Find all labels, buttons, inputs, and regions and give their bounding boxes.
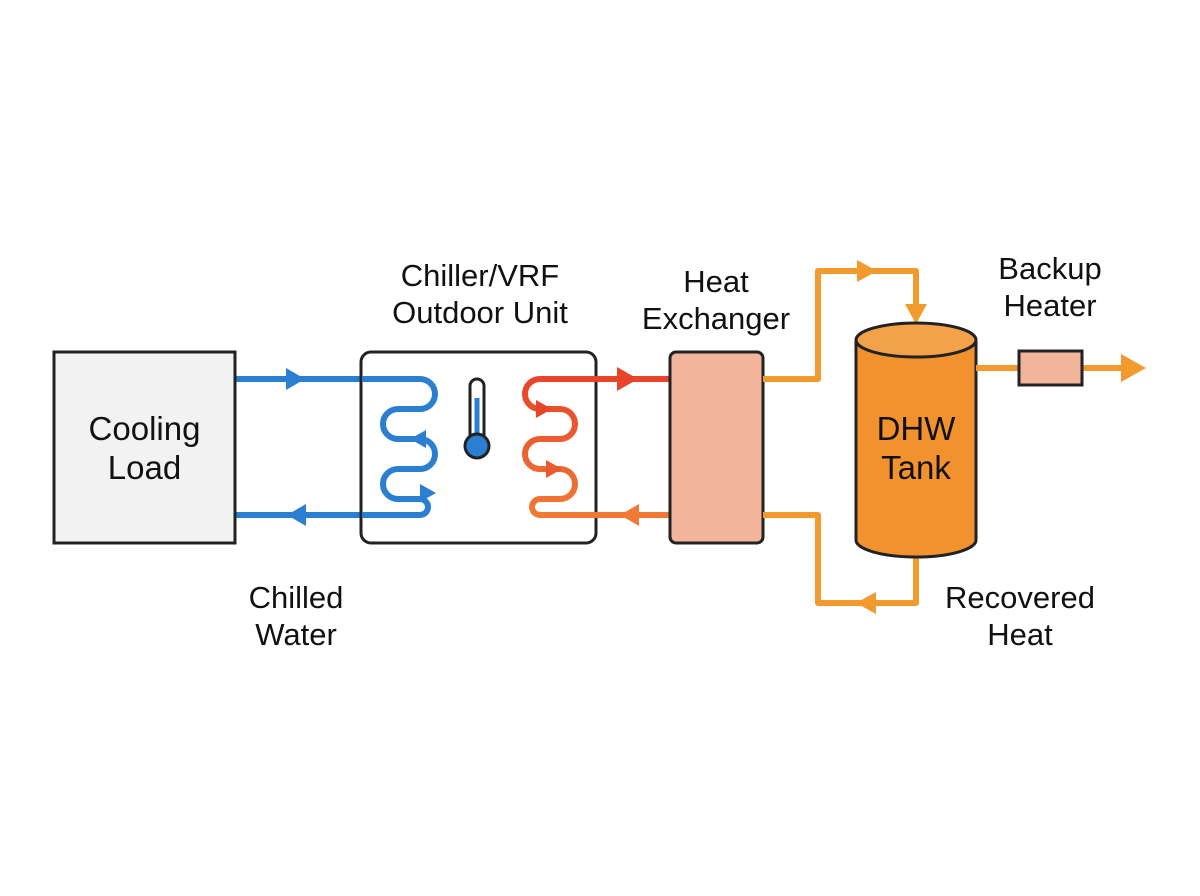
chilled-water-label: Chilled Water [216,580,376,653]
evaporator-coil [362,376,438,518]
heat-exchanger-label-line1: Heat [683,264,749,299]
chilled-water-label-line1: Chilled [248,580,344,615]
dhw-tank [854,321,978,559]
heat-supply-arrow-1 [857,260,877,282]
hot-supply-arrow [617,367,638,391]
dhw-tank-label-line1: DHW [876,410,956,447]
outdoor-unit-label: Chiller/VRF Outdoor Unit [340,258,620,331]
dhw-tank-label: DHW Tank [856,410,976,488]
heat-supply-pipe [763,268,919,382]
hot-water-outlet-arrow [1121,354,1146,382]
cooling-load-label-line1: Cooling [88,410,201,447]
dhw-tank-top [854,321,978,359]
backup-heater-label-line2: Heater [1003,287,1097,323]
recovered-heat-loop [763,260,927,614]
heat-exchanger-box [668,350,765,545]
heat-exchanger-label-line2: Exchanger [641,300,791,336]
chilled-water-loop [235,368,362,526]
backup-heater-label-line1: Backup [998,251,1102,286]
chilled-water-label-line2: Water [255,616,337,652]
outdoor-unit-label-line2: Outdoor Unit [392,294,568,330]
chilled-return-arrow [287,504,306,526]
chilled-supply-arrow [286,368,305,390]
backup-heater-label: Backup Heater [970,251,1130,324]
heat-exchanger-label: Heat Exchanger [616,264,816,337]
condenser-coil [522,376,672,518]
hot-return-arrow [620,504,639,526]
thermometer-icon [463,377,491,460]
recovered-heat-label-line2: Heat [987,616,1053,652]
condenser-arrow-2 [546,460,562,478]
heat-supply-arrow-2 [905,304,927,324]
heat-return-pipe [763,512,919,606]
recovered-heat-label: Recovered Heat [920,580,1120,653]
condenser-arrow-1 [536,400,552,418]
cooling-load-box [52,350,237,545]
dhw-tank-body [854,340,978,559]
outdoor-unit-label-line1: Chiller/VRF [400,258,560,293]
evaporator-arrow-1 [410,430,426,448]
heat-return-arrow [856,592,876,614]
backup-heater-box [1017,349,1084,387]
recovered-heat-label-line1: Recovered [945,580,1095,615]
cooling-load-label: Cooling Load [54,410,235,488]
dhw-tank-label-line2: Tank [881,448,951,486]
evaporator-arrow-2 [420,484,436,502]
cooling-load-label-line2: Load [107,448,182,486]
